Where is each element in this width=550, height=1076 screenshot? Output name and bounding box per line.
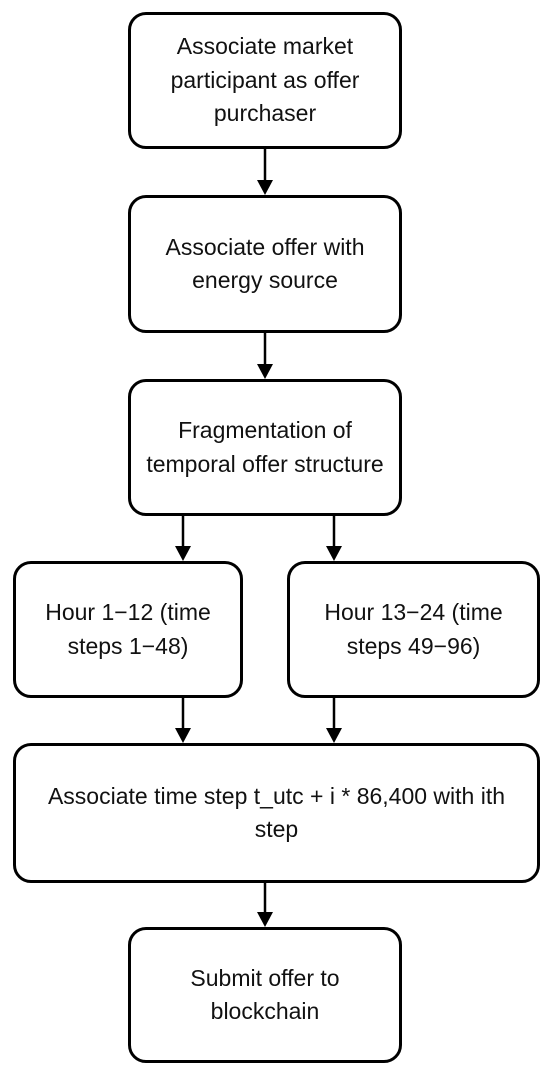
- node-hours-1-12: Hour 1−12 (time steps 1−48): [13, 561, 243, 698]
- node-label: Associate market participant as offer pu…: [170, 33, 360, 127]
- node-hours-13-24: Hour 13−24 (time steps 49−96): [287, 561, 540, 698]
- arrowhead-icon: [257, 912, 273, 927]
- node-fragmentation: Fragmentation of temporal offer structur…: [128, 379, 402, 516]
- node-label: Associate time step t_utc + i * 86,400 w…: [47, 782, 506, 842]
- arrowhead-icon: [257, 364, 273, 379]
- node-label: Associate offer with energy source: [165, 233, 365, 293]
- node-label: Fragmentation of temporal offer structur…: [146, 417, 384, 477]
- node-submit-offer: Submit offer to blockchain: [128, 927, 402, 1063]
- arrowhead-icon: [326, 728, 342, 743]
- arrowhead-icon: [257, 180, 273, 195]
- node-associate-participant: Associate market participant as offer pu…: [128, 12, 402, 149]
- node-label: Hour 13−24 (time steps 49−96): [324, 599, 503, 659]
- node-associate-time-step: Associate time step t_utc + i * 86,400 w…: [13, 743, 540, 883]
- arrowhead-icon: [326, 546, 342, 561]
- node-associate-source: Associate offer with energy source: [128, 195, 402, 333]
- node-label: Hour 1−12 (time steps 1−48): [45, 599, 211, 659]
- arrowhead-icon: [175, 546, 191, 561]
- arrowhead-icon: [175, 728, 191, 743]
- node-label: Submit offer to blockchain: [190, 964, 340, 1024]
